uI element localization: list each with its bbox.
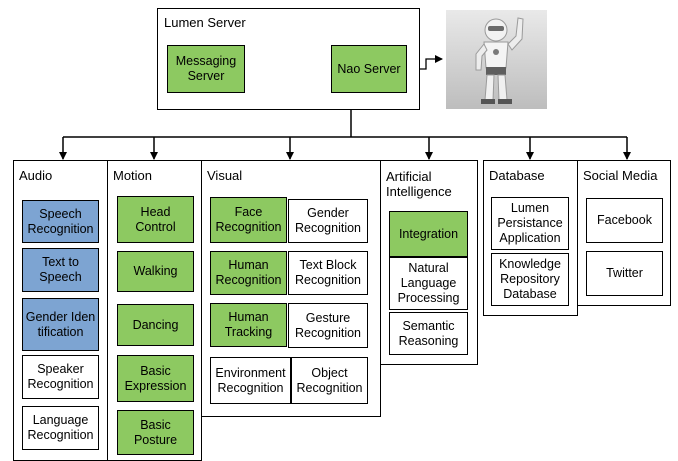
natural-language-processing-node: Natural Language Processing xyxy=(389,257,468,310)
speech-recognition-node: Speech Recognition xyxy=(22,200,99,243)
twitter-node: Twitter xyxy=(586,251,663,296)
language-recognition-node: Language Recognition xyxy=(22,406,99,450)
basic-posture-node: Basic Posture xyxy=(117,410,194,455)
text-block-recognition-node: Text Block Recognition xyxy=(288,251,368,295)
environment-recognition-node: Environment Recognition xyxy=(210,357,291,404)
basic-expression-node: Basic Expression xyxy=(117,355,194,402)
knowledge-repository-database-node: Knowledge Repository Database xyxy=(491,253,569,306)
object-recognition-node: Object Recognition xyxy=(291,357,368,404)
human-recognition-node: Human Recognition xyxy=(210,251,287,295)
lumen-persistance-application-node: Lumen Persistance Application xyxy=(491,197,569,250)
gender-recognition-node: Gender Recognition xyxy=(288,199,368,243)
audio-title: Audio xyxy=(19,168,53,183)
text-to-speech-node: Text to Speech xyxy=(22,248,99,292)
visual-title: Visual xyxy=(207,168,243,183)
semantic-reasoning-node: Semantic Reasoning xyxy=(389,312,468,355)
face-recognition-node: Face Recognition xyxy=(210,197,287,243)
facebook-node: Facebook xyxy=(586,198,663,243)
messaging-server-node: Messaging Server xyxy=(167,45,245,93)
lumen-server-title: Lumen Server xyxy=(164,15,246,30)
nao-robot-icon xyxy=(446,10,547,109)
database-title: Database xyxy=(489,168,545,183)
integration-node: Integration xyxy=(389,211,468,257)
head-control-node: Head Control xyxy=(117,196,194,243)
social-media-title: Social Media xyxy=(583,168,658,183)
walking-node: Walking xyxy=(117,251,194,292)
nao-server-node: Nao Server xyxy=(331,45,407,93)
dancing-node: Dancing xyxy=(117,304,194,346)
human-tracking-node: Human Tracking xyxy=(210,303,287,347)
speaker-recognition-node: Speaker Recognition xyxy=(22,355,99,399)
motion-title: Motion xyxy=(113,168,153,183)
ai-title: Artificial Intelligence xyxy=(386,169,452,199)
gesture-recognition-node: Gesture Recognition xyxy=(288,303,368,348)
gender-identification-node: Gender Identification xyxy=(22,298,99,351)
